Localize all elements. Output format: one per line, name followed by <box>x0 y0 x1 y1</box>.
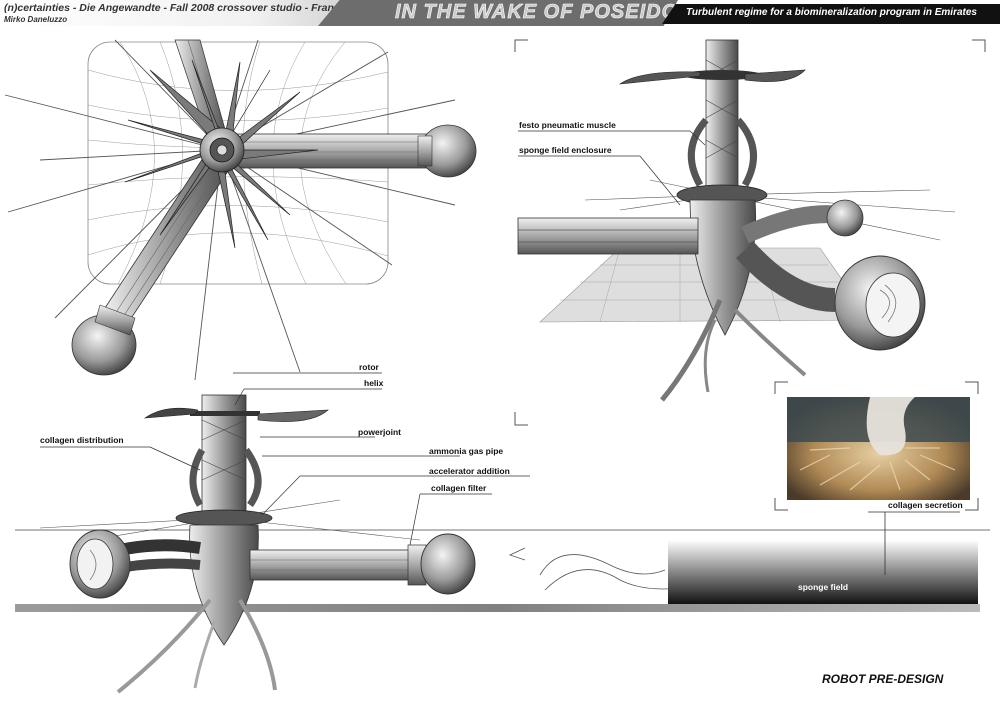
label-sponge-field-enclosure: sponge field enclosure <box>519 145 612 155</box>
footer-title: ROBOT PRE-DESIGN <box>822 672 944 686</box>
label-leader-lines <box>40 130 960 546</box>
label-sponge-field: sponge field <box>797 582 849 592</box>
perspective-view-drawing <box>514 39 986 426</box>
label-helix: helix <box>364 378 384 388</box>
collagen-secretion-photo <box>774 381 979 511</box>
author-name: Mirko Daneluzzo <box>4 15 68 24</box>
elevation-view-drawing <box>15 394 990 694</box>
page-title: IN THE WAKE OF POSEIDON <box>395 1 694 24</box>
page-subtitle: Turbulent regime for a biomineralization… <box>686 7 977 18</box>
label-collagen-secretion: collagen secretion <box>888 500 963 510</box>
label-ammonia-gas-pipe: ammonia gas pipe <box>429 446 504 456</box>
label-festo-pneumatic-muscle: festo pneumatic muscle <box>519 120 616 130</box>
title-band <box>318 0 678 26</box>
label-powerjoint: powerjoint <box>358 427 401 437</box>
label-collagen-filter: collagen filter <box>431 483 487 493</box>
subtitle-band <box>662 4 1000 24</box>
plan-view-drawing <box>4 39 477 381</box>
label-collagen-distribution: collagen distribution <box>40 435 124 445</box>
studio-credit: (n)certainties - Die Angewandte - Fall 2… <box>4 2 390 14</box>
label-accelerator-addition: accelerator addition <box>429 466 510 476</box>
label-rotor: rotor <box>359 362 379 372</box>
